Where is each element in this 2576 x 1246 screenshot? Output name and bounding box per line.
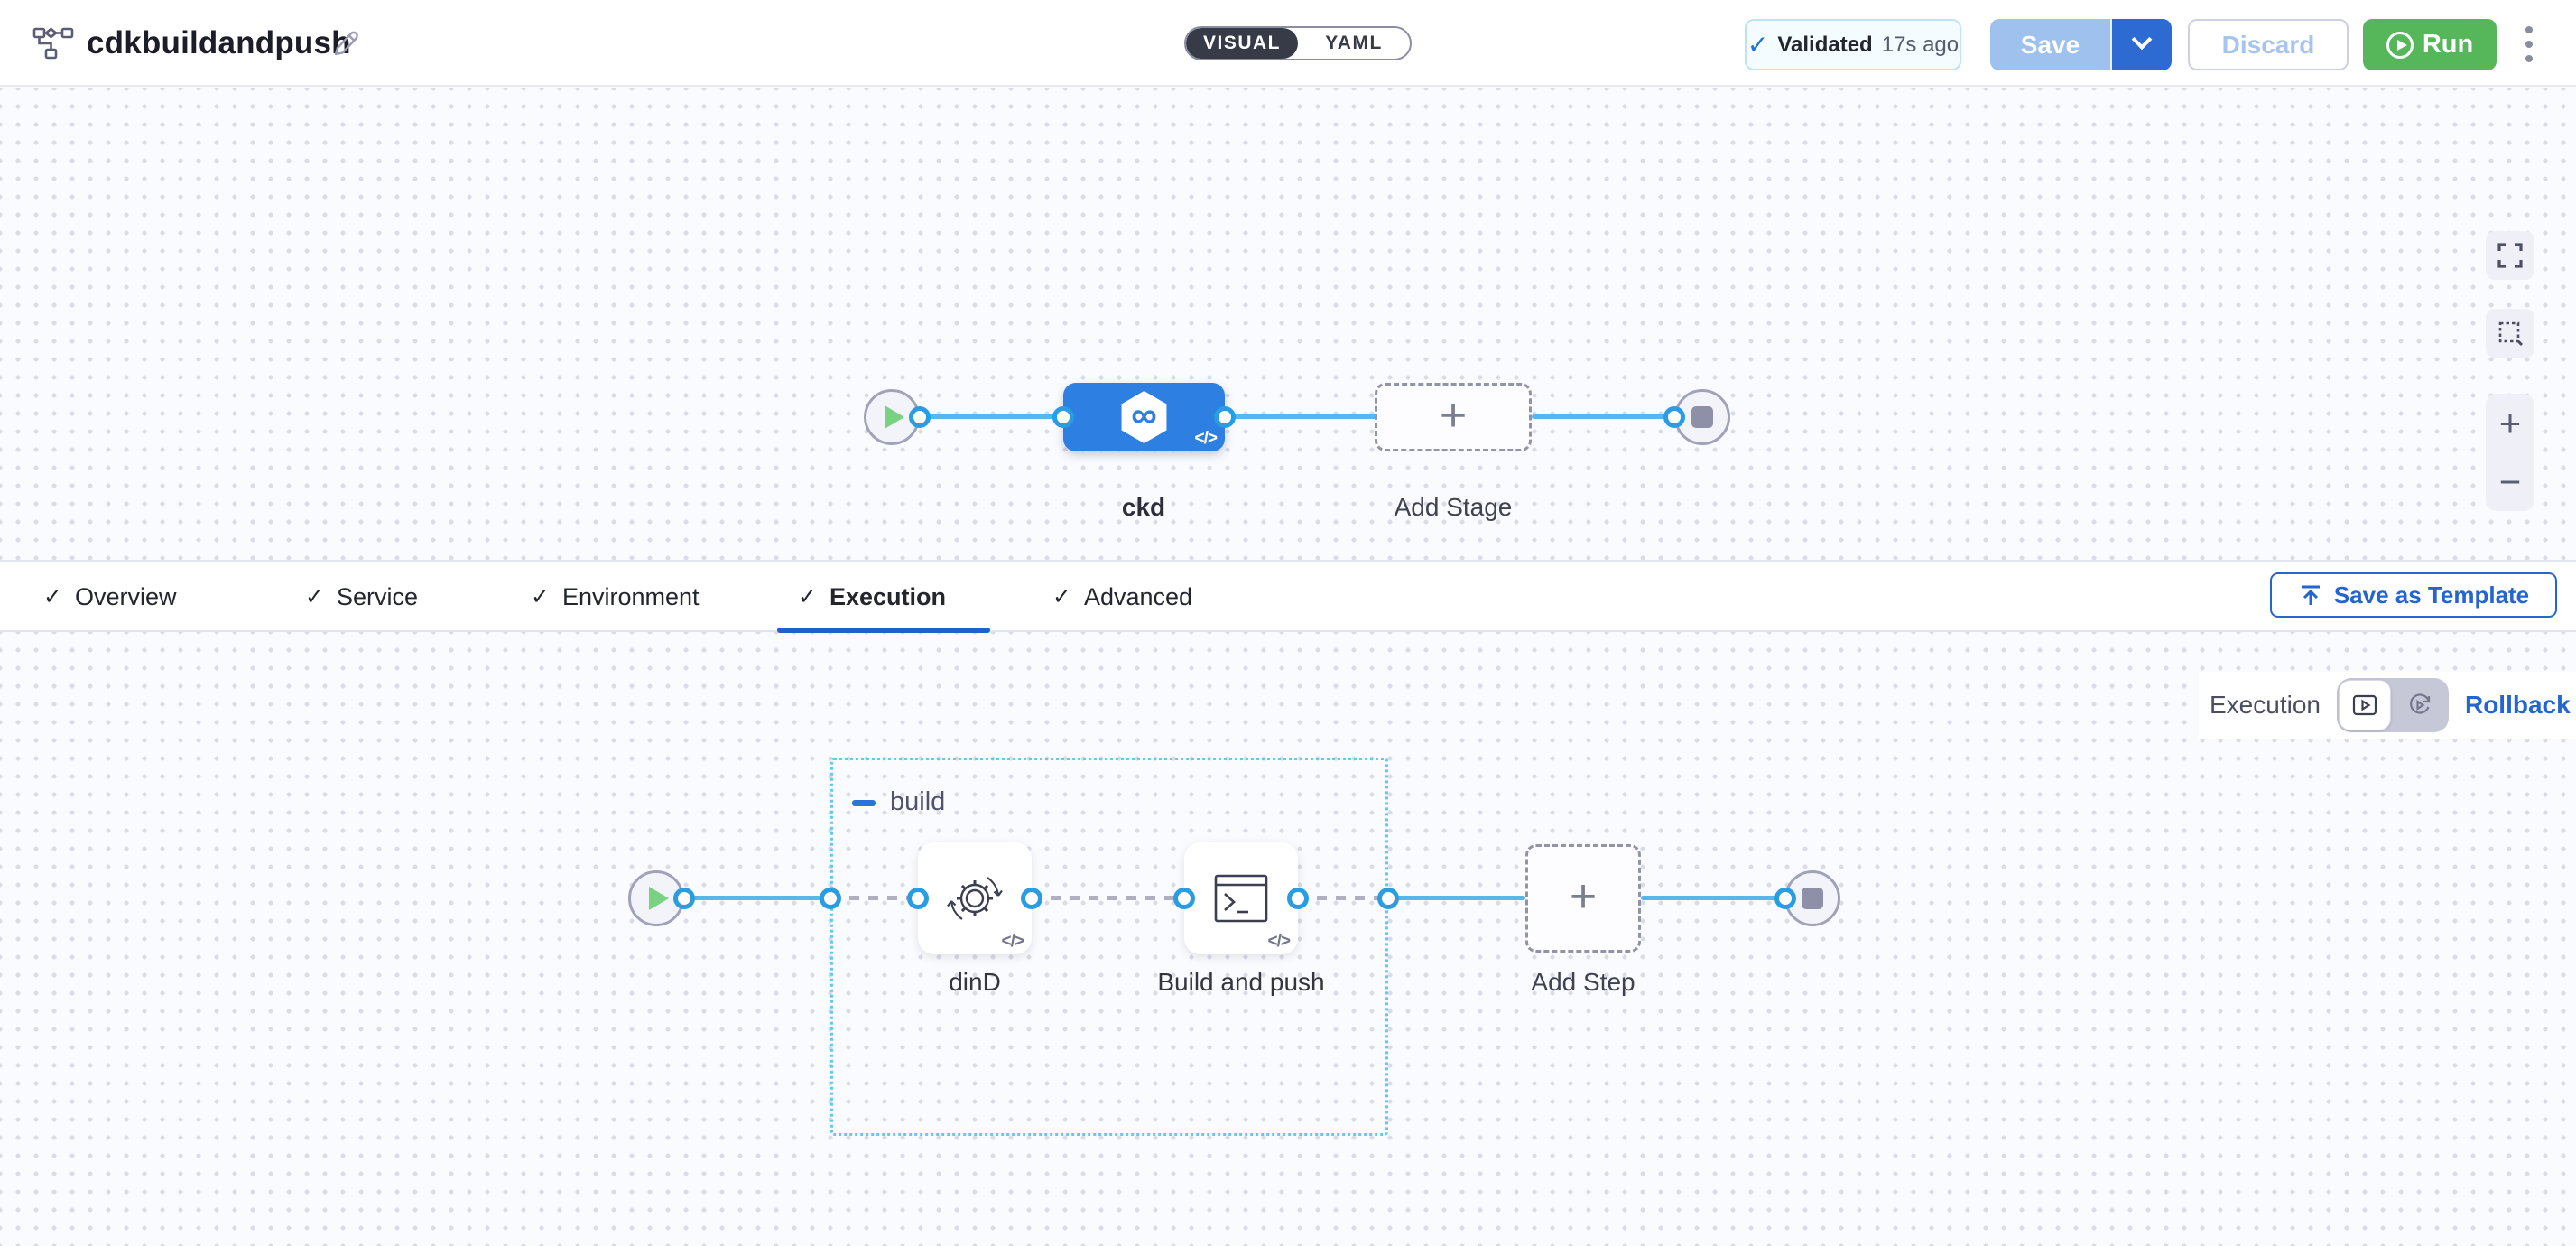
execution-view-icon[interactable] <box>2338 680 2391 730</box>
connector-port <box>1021 888 1042 909</box>
step-node-build-and-push[interactable]: </> <box>1184 842 1298 954</box>
more-options-kebab-icon[interactable] <box>2516 16 2542 72</box>
execution-mode-label: Execution <box>2210 691 2321 719</box>
collapse-group-icon[interactable] <box>852 800 876 806</box>
validated-time: 17s ago <box>1881 32 1960 57</box>
stop-icon <box>1691 406 1713 428</box>
zoom-out-button[interactable]: − <box>2486 452 2534 511</box>
run-label: Run <box>2422 30 2474 59</box>
pipeline-icon <box>32 25 74 61</box>
connector-line <box>1641 896 1785 900</box>
group-label: build <box>890 787 946 816</box>
connector-port <box>673 888 695 909</box>
connector-port <box>1214 406 1236 428</box>
stage-config-tabbar: ✓ Overview ✓ Service ✓ Environment ✓ Exe… <box>0 560 2576 633</box>
tab-environment[interactable]: ✓ Environment <box>531 582 700 610</box>
add-stage-label: Add Stage <box>1394 493 1513 521</box>
connector-port <box>1377 888 1399 909</box>
connector-port <box>1052 406 1074 428</box>
code-icon: </> <box>1267 932 1292 951</box>
execution-toolbar: Execution Rollback <box>2199 672 2576 739</box>
connector-line <box>920 414 1063 419</box>
tab-check-icon: ✓ <box>798 584 817 609</box>
connector-port <box>820 888 841 909</box>
tab-overview[interactable]: ✓ Overview <box>43 582 177 610</box>
play-icon <box>649 887 669 910</box>
execution-rollback-toggle[interactable] <box>2336 678 2449 732</box>
stop-icon <box>1802 888 1823 909</box>
service-dependency-gear-icon <box>947 877 1003 920</box>
step-label: dinD <box>949 968 1001 996</box>
tab-execution[interactable]: ✓ Execution <box>798 582 946 610</box>
add-stage-button[interactable]: + <box>1375 383 1532 451</box>
step-node-dind[interactable]: </> <box>918 842 1032 954</box>
connector-port <box>1774 888 1796 909</box>
plus-icon: + <box>1569 870 1598 923</box>
connector-port <box>1173 888 1195 909</box>
fullscreen-button[interactable] <box>2486 231 2534 280</box>
step-group-build[interactable] <box>830 758 1388 1136</box>
run-step-terminal-icon <box>1214 874 1268 923</box>
connector-line <box>1225 414 1376 419</box>
tab-check-icon: ✓ <box>305 584 324 609</box>
connector-line-dashed <box>1032 896 1184 900</box>
add-step-label: Add Step <box>1531 968 1635 996</box>
top-bar: cdkbuildandpush VISUAL YAML ✓ Validated … <box>0 0 2576 87</box>
chevron-down-icon <box>2131 29 2153 51</box>
step-label: Build and push <box>1157 968 1325 996</box>
connector-line <box>1532 414 1674 419</box>
code-icon: </> <box>1194 429 1219 448</box>
connector-line <box>684 896 830 900</box>
plus-icon: + <box>1439 389 1468 442</box>
ci-stage-hexagon-icon: ∞ <box>1121 391 1167 443</box>
zoom-in-button[interactable]: + <box>2486 394 2534 452</box>
stage-label: ckd <box>1121 493 1166 521</box>
code-icon: </> <box>1001 932 1025 951</box>
connector-port <box>907 888 929 909</box>
marquee-select-button[interactable] <box>2486 309 2534 358</box>
discard-button[interactable]: Discard <box>2188 19 2349 70</box>
save-as-template-button[interactable]: Save as Template <box>2270 572 2557 618</box>
active-tab-underline <box>777 628 990 633</box>
tab-advanced[interactable]: ✓ Advanced <box>1052 582 1193 610</box>
tab-check-icon: ✓ <box>1052 584 1071 609</box>
tab-service[interactable]: ✓ Service <box>305 582 418 610</box>
stage-canvas[interactable] <box>0 88 2576 560</box>
edit-title-pencil-icon[interactable] <box>330 29 361 60</box>
run-button[interactable]: Run <box>2363 19 2497 70</box>
rollback-view-icon[interactable] <box>2391 693 2449 718</box>
save-button[interactable]: Save <box>1990 19 2110 70</box>
play-icon <box>885 405 904 429</box>
visual-yaml-toggle: VISUAL YAML <box>1184 26 1412 60</box>
validated-label: Validated <box>1777 32 1873 57</box>
connector-line-dashed <box>1298 896 1388 900</box>
toggle-yaml[interactable]: YAML <box>1325 33 1383 53</box>
run-play-icon <box>2386 31 2414 59</box>
connector-line-dashed <box>830 896 918 900</box>
validated-badge[interactable]: ✓ Validated 17s ago <box>1745 19 1961 70</box>
connector-port <box>1663 406 1685 428</box>
upload-icon <box>2301 585 2320 605</box>
toggle-visual[interactable]: VISUAL <box>1186 28 1298 59</box>
zoom-panel: + − <box>2486 394 2534 511</box>
add-step-button[interactable]: + <box>1525 844 1641 953</box>
stage-node-ckd[interactable]: ∞ </> <box>1063 383 1225 451</box>
save-dropdown-button[interactable] <box>2110 19 2172 70</box>
connector-line <box>1388 896 1525 900</box>
tab-check-icon: ✓ <box>531 584 550 609</box>
validated-check-icon: ✓ <box>1747 31 1769 59</box>
rollback-link[interactable]: Rollback <box>2464 691 2571 719</box>
tab-check-icon: ✓ <box>43 584 62 609</box>
page-title: cdkbuildandpush <box>87 25 351 60</box>
connector-port <box>909 406 931 428</box>
connector-port <box>1287 888 1309 909</box>
